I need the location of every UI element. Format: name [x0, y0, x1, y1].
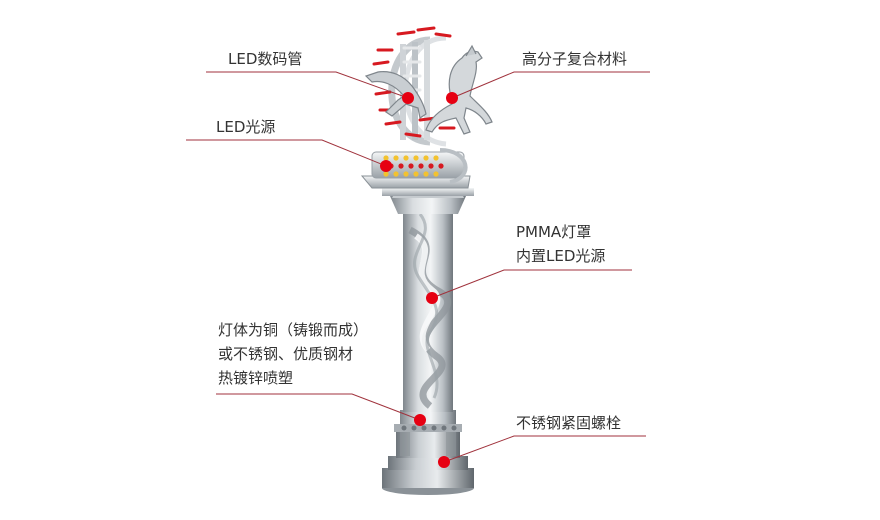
callout-markers	[380, 92, 458, 468]
callout-body-material-line1: 灯体为铜（铸锻而成）	[218, 321, 369, 339]
column-capital	[382, 187, 474, 214]
callout-pmma-cover-line1: PMMA灯罩	[516, 223, 592, 241]
callout-body-material: 灯体为铜（铸锻而成） 或不锈钢、优质钢材 热镀锌喷塑	[218, 318, 368, 390]
bolt-ring	[401, 425, 457, 431]
lamp-column	[403, 212, 453, 412]
callout-pmma-cover-line2: 内置LED光源	[516, 247, 606, 265]
callout-body-material-line2: 或不锈钢、优质钢材	[218, 345, 354, 363]
leader-line-pmma-cover	[431, 269, 632, 299]
leader-lines	[186, 71, 650, 463]
marker-polymer-composite	[446, 92, 458, 104]
callout-led-digit-tube: LED数码管	[228, 50, 303, 68]
lamp-base	[382, 410, 474, 495]
callout-body-material-line3: 热镀锌喷塑	[218, 369, 294, 387]
led-dot-grid	[383, 155, 444, 177]
callout-pmma-cover: PMMA灯罩 内置LED光源	[516, 220, 605, 268]
callout-polymer-composite: 高分子复合材料	[522, 50, 628, 68]
leader-line-led-digit-tube	[206, 71, 409, 99]
leader-line-stainless-bolts	[443, 435, 646, 463]
horse-icon	[425, 44, 493, 135]
led-digit-tube-frame	[370, 26, 456, 147]
led-light-source-plate	[360, 148, 471, 189]
marker-led-digit-tube	[402, 92, 414, 104]
callout-stainless-bolts: 不锈钢紧固螺栓	[516, 414, 622, 432]
leader-line-body-material	[216, 393, 421, 421]
marker-stainless-bolts	[438, 456, 450, 468]
marker-led-light-source	[380, 160, 392, 172]
callout-led-light-source: LED光源	[216, 118, 276, 136]
marker-body-material	[414, 414, 426, 426]
leader-line-led-light-source	[186, 139, 387, 167]
leader-line-polymer-composite	[451, 71, 650, 99]
horse-icon	[364, 71, 427, 119]
marker-pmma-cover	[426, 292, 438, 304]
